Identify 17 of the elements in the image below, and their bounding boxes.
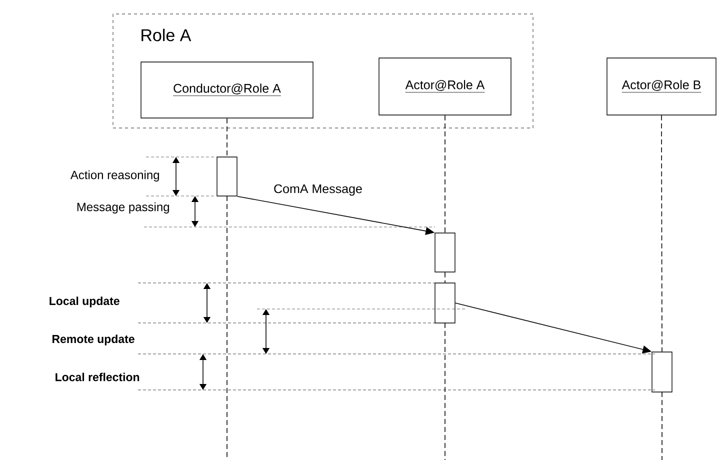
phase-label: Local reflection: [56, 372, 140, 382]
lifeline: [444, 272, 446, 284]
edge-label: ComA Message: [272, 183, 364, 197]
activation-box: [434, 282, 456, 324]
lifeline: [444, 114, 446, 234]
activation-box: [434, 232, 456, 272]
activation-box: [216, 156, 238, 196]
phase-label: Remote update: [52, 334, 134, 346]
lifeline-head: Conductor@Role A: [140, 62, 314, 118]
phase-label: Local update: [50, 296, 120, 308]
phase-label: Action reasoning: [70, 170, 159, 182]
phase-label: Message passing: [77, 202, 169, 214]
activation-box: [652, 352, 672, 392]
lifeline-head: Actor@Role A: [378, 58, 512, 116]
lifeline: [661, 114, 662, 352]
lifeline: [226, 118, 228, 158]
lifeline-head: Actor@Role B: [606, 58, 716, 116]
